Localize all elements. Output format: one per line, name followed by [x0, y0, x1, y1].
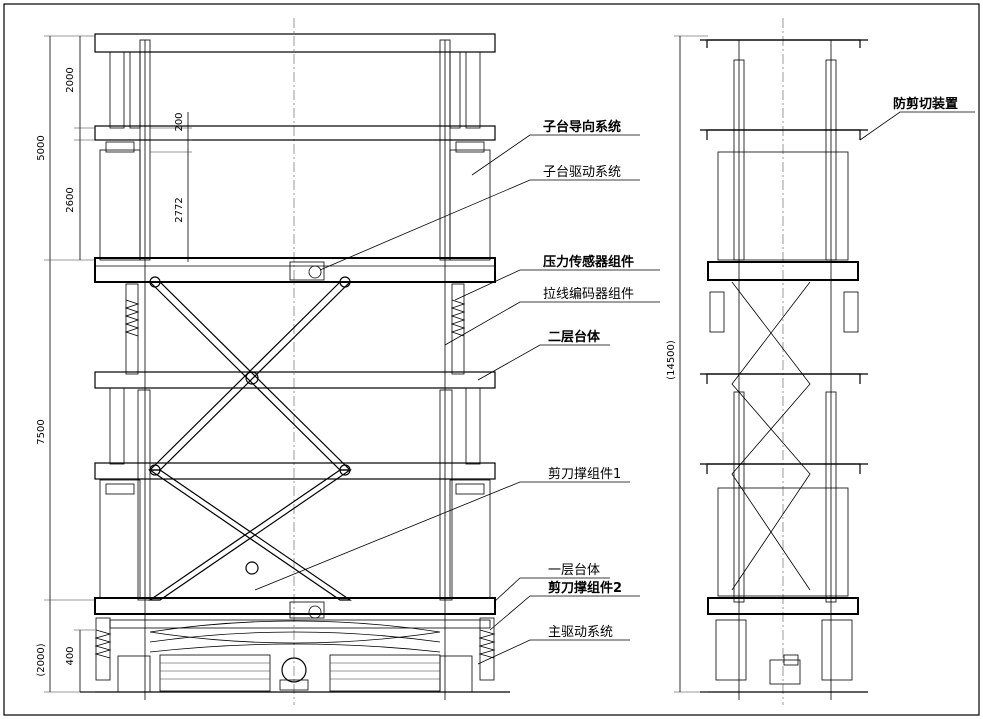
leaders-front: [254, 134, 660, 665]
base-drive: [80, 617, 510, 693]
label-zhu-qudong: 主驱动系统: [548, 625, 613, 640]
label-zitai-qudong: 子台驱动系统: [543, 165, 621, 180]
label-fang-jianqie: 防剪切装置: [893, 96, 958, 112]
label-jiandaocheng-1: 剪刀撑组件1: [548, 466, 621, 482]
dim-2000-bottom: (2000): [36, 643, 47, 676]
dim-2600: 2600: [65, 187, 76, 212]
drawing-frame: [3, 3, 980, 716]
dim-7500: 7500: [36, 419, 47, 444]
label-jiandaocheng-2: 剪刀撑组件2: [548, 580, 622, 596]
dim-2000-top: 2000: [65, 67, 76, 92]
right-spring: [450, 283, 466, 375]
label-laxian-bianmaqi: 拉线编码器组件: [543, 287, 634, 302]
dim-2772: 2772: [174, 197, 185, 222]
dim-5000: 5000: [36, 135, 47, 160]
label-yiceng-taiti: 一层台体: [548, 563, 600, 578]
scissor-upper: [148, 276, 352, 476]
left-dimensions: [44, 35, 192, 693]
side-view: [674, 18, 975, 705]
dim-14500: (14500): [666, 340, 677, 380]
scissor-lower: [148, 469, 352, 601]
label-yali-chuanganqi: 压力传感器组件: [543, 254, 634, 270]
front-view: 2000 5000 2600 200 2772 7500 (2000) 400 …: [36, 18, 660, 705]
dim-400: 400: [65, 646, 76, 665]
label-erceng-taiti: 二层台体: [548, 329, 601, 345]
left-spring: [124, 283, 140, 375]
dim-200: 200: [174, 112, 185, 131]
label-zitai-daoxiang: 子台导向系统: [543, 119, 621, 135]
